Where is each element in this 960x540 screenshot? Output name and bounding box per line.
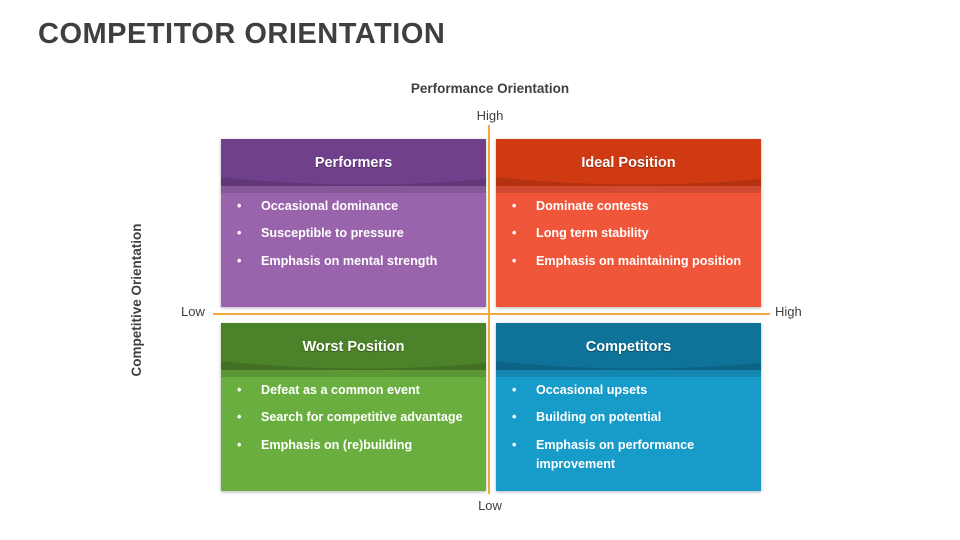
page-title: COMPETITOR ORIENTATION [38,18,446,50]
bullet-icon: • [237,226,242,241]
quadrant-competitors[interactable]: Competitors • Occasional upsets • Building… [496,323,761,491]
bullet-icon: • [512,410,517,425]
competitive-orientation-axis-label: Competitive Orientation [129,223,144,377]
quadrant-header: Performers [221,139,486,186]
list-item-label: Emphasis on maintaining position [536,253,742,268]
bullet-icon: • [237,383,242,397]
list-item: • Emphasis on (re)building [221,436,478,455]
header-curve-divider [221,177,486,193]
axis-value-right-high: High [775,304,802,319]
list-item-label: Emphasis on performance improvement [536,437,695,472]
list-item: • Emphasis on mental strength [221,252,478,271]
quadrant-ideal-position[interactable]: Ideal Position • Dominate contests • Long … [496,139,761,307]
performance-orientation-axis-label: Performance Orientation [410,81,570,96]
horizontal-axis-line [213,313,770,315]
quadrant-bullet-list: • Defeat as a common event • Search for co… [221,381,478,463]
list-item-label: Building on potential [536,410,662,425]
quadrant-title: Performers [314,154,393,171]
quadrant-header: Ideal Position [496,139,761,186]
list-item-label: Susceptible to pressure [261,226,404,241]
bullet-icon: • [512,253,517,268]
list-item-label: Long term stability [536,226,649,241]
list-item: • Emphasis on maintaining position [496,252,753,271]
quadrant-bullet-list: •Dominate contests •Long term stability … [496,197,753,279]
quadrant-title: Competitors [585,338,672,355]
list-item-label: Dominate contests [536,199,649,213]
header-curve-divider [221,361,486,377]
header-curve-divider [496,361,761,377]
axis-value-left-low: Low [181,304,205,319]
list-item-label: Defeat as a common event [261,383,420,397]
list-item: • Occasional upsets [496,381,753,400]
bullet-icon: • [237,410,242,425]
list-item: • Defeat as a common event [221,381,478,400]
quadrant-header: Worst Position [221,323,486,370]
quadrant-header: Competitors [496,323,761,370]
list-item: • Susceptible to pressure [221,224,478,243]
quadrant-bullet-list: • Occasional dominance • Susceptible to pr… [221,197,478,279]
quadrant-title: Worst Position [302,338,405,355]
quadrant-bullet-list: • Occasional upsets • Building on potentia… [496,381,753,483]
bullet-icon: • [512,199,517,213]
list-item: • Occasional dominance [221,197,478,216]
bullet-icon: • [237,253,242,268]
list-item: • Building on potential [496,408,753,427]
axis-value-top-high: High [476,108,504,123]
list-item: • Search for competitive advantage [221,408,478,427]
bullet-icon: • [512,383,517,397]
list-item-label: Search for competitive advantage [261,410,463,425]
vertical-axis-line [488,125,490,494]
list-item: • Emphasis on performance improvement [496,436,753,475]
list-item-label: Occasional upsets [536,383,648,397]
bullet-icon: • [237,437,242,452]
bullet-icon: • [237,199,242,213]
bullet-icon: • [512,226,517,241]
list-item: • Dominate contests [496,197,753,216]
header-curve-divider [496,177,761,193]
list-item-label: Emphasis on (re)building [261,437,413,452]
bullet-icon: • [512,437,517,452]
list-item-label: Occasional dominance [261,199,399,213]
axis-value-bottom-low: Low [478,498,502,513]
list-item-label: Emphasis on mental strength [261,253,438,268]
quadrant-title: Ideal Position [581,154,676,171]
quadrant-worst-position[interactable]: Worst Position • Defeat as a common event… [221,323,486,491]
quadrant-performers[interactable]: Performers • Occasional dominance • Suscep… [221,139,486,307]
list-item: • Long term stability [496,224,753,243]
